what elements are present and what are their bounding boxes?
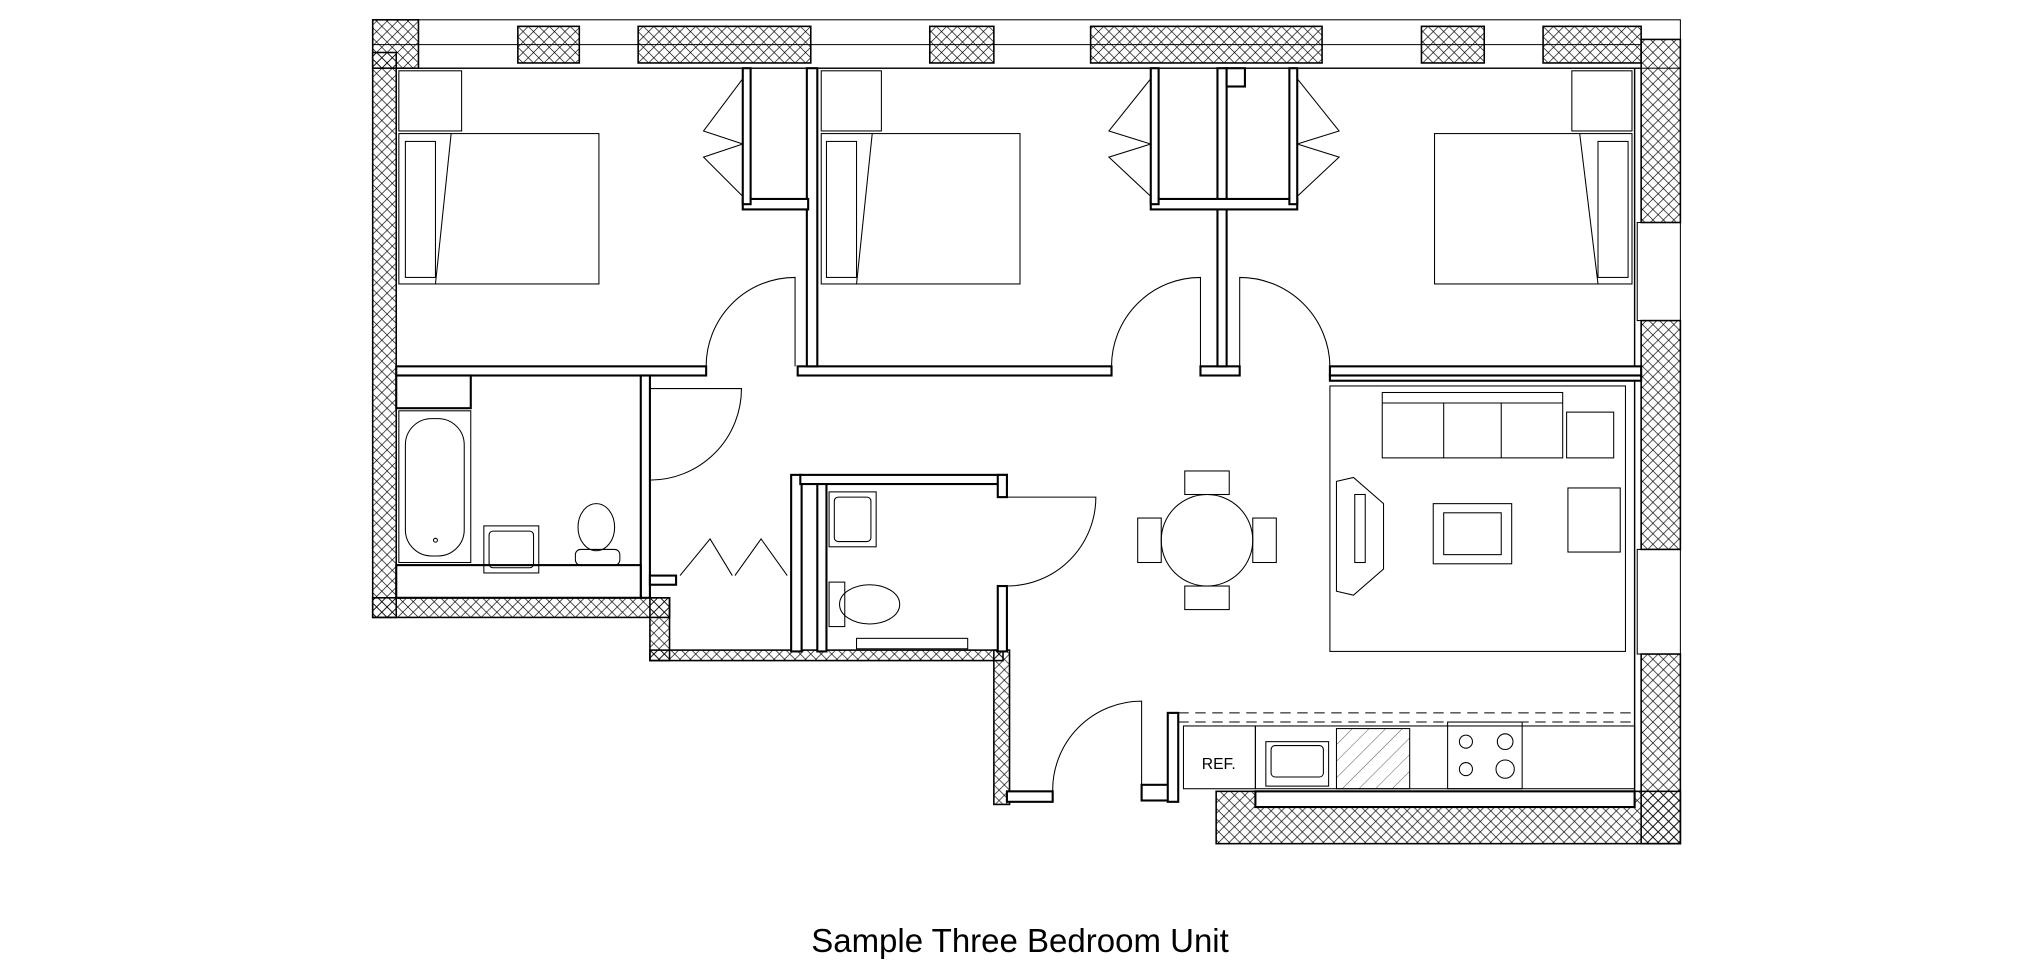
bathtub	[398, 410, 472, 564]
refrigerator-label: REF.	[1202, 756, 1236, 773]
closet-bifold-door	[702, 78, 745, 197]
entry-door-swing	[1052, 700, 1143, 792]
armchair	[1567, 487, 1621, 553]
kitchen-sink	[1265, 741, 1330, 787]
door-swing	[705, 276, 796, 367]
bedroom-3	[1239, 70, 1633, 367]
bathroom-half	[828, 491, 1097, 650]
pillow	[825, 140, 858, 278]
bed	[398, 133, 600, 285]
dining-table	[1137, 470, 1277, 611]
refrigerator	[1182, 725, 1256, 790]
kitchen: REF.	[1178, 712, 1636, 809]
sink	[828, 491, 877, 548]
side-table	[1566, 411, 1615, 459]
door-swing	[649, 388, 742, 481]
sofa	[1381, 391, 1564, 459]
door-swing	[1111, 276, 1201, 367]
range	[1447, 721, 1523, 790]
tv-stand	[1335, 476, 1385, 596]
bathroom-main	[398, 388, 742, 574]
coffee-table	[1432, 503, 1513, 565]
hall-closet-bifold-door	[679, 538, 788, 576]
dishwasher	[1335, 728, 1411, 790]
rug	[1329, 385, 1626, 652]
living-room	[1329, 385, 1626, 652]
nightstand	[820, 70, 882, 132]
pillow	[404, 140, 436, 278]
bed	[1434, 133, 1633, 285]
plan-caption: Sample Three Bedroom Unit	[811, 922, 1229, 959]
toilet	[839, 584, 901, 625]
interior-walls	[395, 67, 1643, 803]
bed	[820, 133, 1021, 285]
bedroom-1	[398, 70, 796, 367]
pillow	[1597, 140, 1629, 278]
closet-bifold-door	[1107, 78, 1153, 197]
sink	[483, 525, 540, 574]
nightstand	[398, 70, 463, 132]
toilet	[577, 503, 616, 552]
closet-bifold-door	[1295, 78, 1341, 197]
bedroom-2	[820, 70, 1201, 367]
nightstand	[1571, 70, 1633, 132]
door-swing	[1006, 496, 1097, 587]
exterior-walls	[371, 19, 1682, 845]
door-swing	[1239, 276, 1331, 367]
